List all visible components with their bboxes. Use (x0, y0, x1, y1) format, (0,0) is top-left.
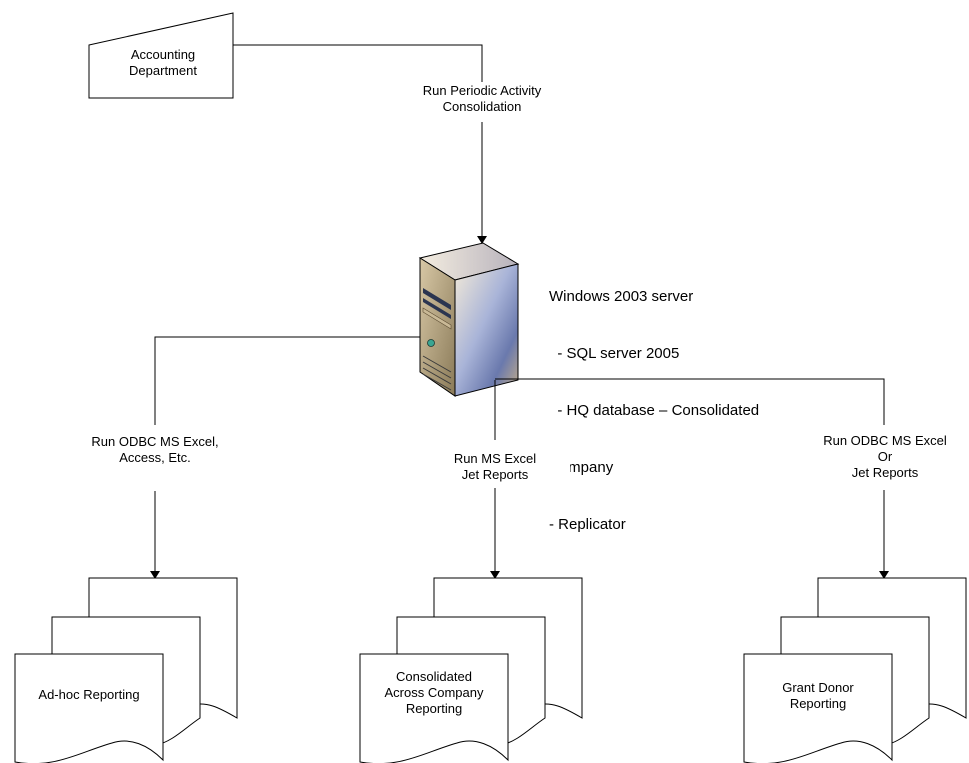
consolidation-label: Run Periodic Activity Consolidation (392, 83, 572, 115)
grant-donor-reporting-docs (743, 577, 967, 763)
left-branch-label: Run ODBC MS Excel, Access, Etc. (70, 434, 240, 466)
middle-branch-label: Run MS Excel Jet Reports (420, 451, 570, 483)
adhoc-reporting-docs (14, 577, 238, 763)
consolidated-reporting-docs (359, 577, 583, 763)
consolidated-reporting-label: Consolidated Across Company Reporting (384, 669, 484, 716)
accounting-department-node (88, 12, 234, 99)
server-description: Windows 2003 server - SQL server 2005 - … (549, 288, 760, 533)
adhoc-reporting-label: Ad-hoc Reporting (38, 687, 140, 702)
left-branch-connector (154, 336, 420, 425)
right-branch-label: Run ODBC MS Excel Or Jet Reports (800, 433, 969, 481)
grant-donor-reporting-label: Grant Donor Reporting (782, 680, 854, 711)
right-branch-connector (495, 378, 885, 425)
accounting-department-label: Accounting Department (129, 47, 197, 78)
consolidation-connector (233, 44, 483, 82)
server-tower-icon (418, 242, 520, 397)
